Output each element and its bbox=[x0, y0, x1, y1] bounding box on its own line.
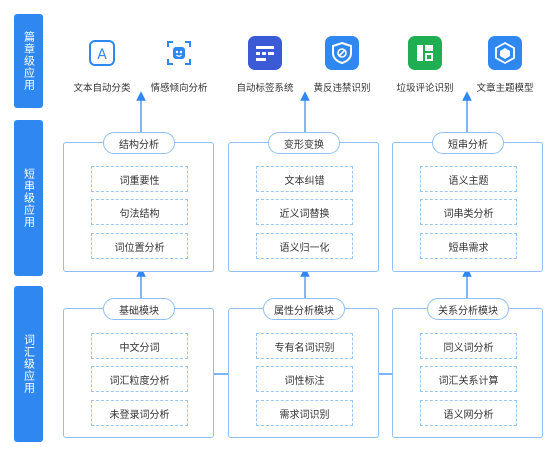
module-item: 需求词识别 bbox=[256, 400, 353, 426]
app-sentiment-analysis: 情感倾向分析 bbox=[137, 36, 221, 94]
app-text-auto-classify: A 文本自动分类 bbox=[60, 36, 144, 94]
module-item: 词汇粒度分析 bbox=[91, 366, 188, 392]
app-auto-tag: 自动标签系统 bbox=[223, 36, 307, 94]
module-item: 语义主题 bbox=[420, 166, 517, 192]
side-label-text: 词汇级应用 bbox=[22, 334, 36, 394]
sentiment-analysis-icon bbox=[162, 36, 196, 70]
app-spam-comment: 垃圾评论识别 bbox=[383, 36, 467, 94]
spam-comment-icon bbox=[408, 36, 442, 70]
app-prohibited-content: 黄反违禁识别 bbox=[300, 36, 384, 94]
app-label: 黄反违禁识别 bbox=[313, 83, 371, 94]
module-item: 专有名词识别 bbox=[256, 333, 353, 359]
panel-title: 短串分析 bbox=[432, 132, 504, 154]
app-label: 垃圾评论识别 bbox=[396, 83, 454, 94]
app-label: 情感倾向分析 bbox=[150, 83, 208, 94]
panel-title: 变形变换 bbox=[268, 132, 340, 154]
module-item: 词串类分析 bbox=[420, 199, 517, 225]
side-label-text: 短串级应用 bbox=[22, 168, 36, 228]
module-item: 同义词分析 bbox=[420, 333, 517, 359]
text-auto-classify-icon: A bbox=[85, 36, 119, 70]
module-item: 词重要性 bbox=[91, 166, 188, 192]
module-item: 中文分词 bbox=[91, 333, 188, 359]
module-item: 语义网分析 bbox=[420, 400, 517, 426]
topic-model-icon bbox=[488, 36, 522, 70]
module-item: 未登录词分析 bbox=[91, 400, 188, 426]
side-label-text: 篇章级应用 bbox=[22, 31, 36, 91]
auto-tag-icon bbox=[248, 36, 282, 70]
panel-title: 关系分析模块 bbox=[427, 298, 509, 320]
module-item: 句法结构 bbox=[91, 199, 188, 225]
app-topic-model: 文章主题模型 bbox=[463, 36, 547, 94]
panel-title: 属性分析模块 bbox=[263, 298, 345, 320]
module-item: 词位置分析 bbox=[91, 233, 188, 259]
app-label: 文本自动分类 bbox=[73, 83, 131, 94]
side-label-lexical: 词汇级应用 bbox=[14, 286, 43, 442]
side-label-short-string: 短串级应用 bbox=[14, 120, 43, 276]
side-label-document: 篇章级应用 bbox=[14, 14, 43, 108]
app-label: 自动标签系统 bbox=[236, 83, 294, 94]
module-item: 词汇关系计算 bbox=[420, 366, 517, 392]
prohibited-content-icon bbox=[325, 36, 359, 70]
module-item: 语义归一化 bbox=[256, 233, 353, 259]
panel-title: 基础模块 bbox=[103, 298, 175, 320]
module-item: 词性标注 bbox=[256, 366, 353, 392]
app-label: 文章主题模型 bbox=[476, 83, 534, 94]
svg-text:A: A bbox=[97, 47, 107, 63]
panel-title: 结构分析 bbox=[103, 132, 175, 154]
module-item: 文本纠错 bbox=[256, 166, 353, 192]
module-item: 短串需求 bbox=[420, 233, 517, 259]
module-item: 近义词替换 bbox=[256, 199, 353, 225]
